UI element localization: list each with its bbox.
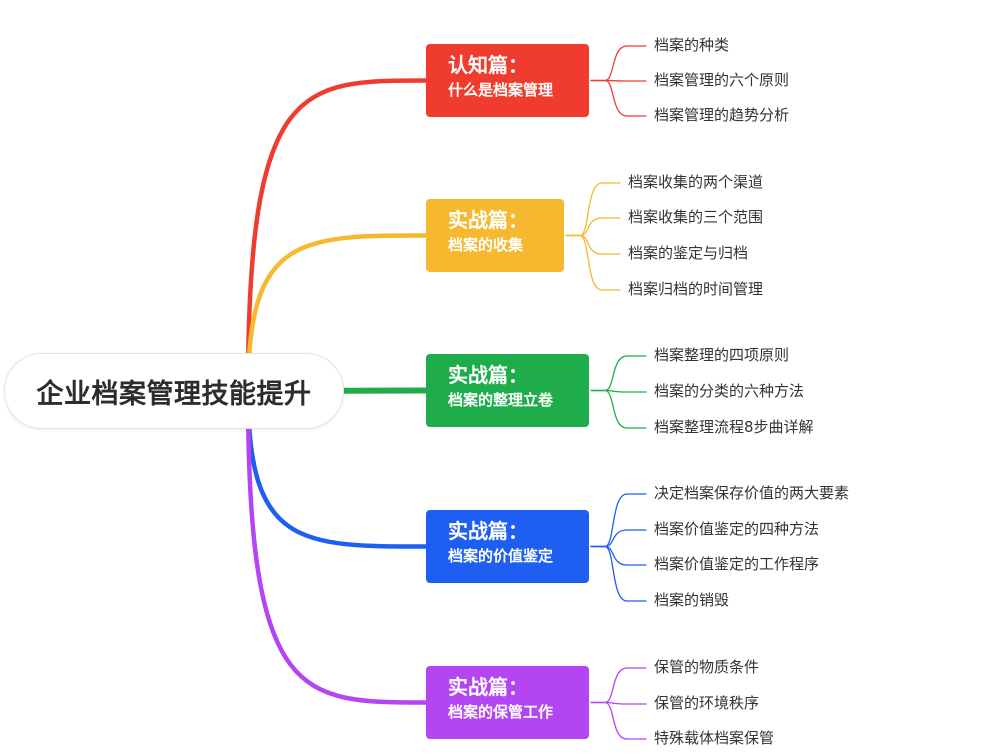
branch-subtitle: 档案的保管工作: [448, 703, 554, 721]
leaf-topic[interactable]: 档案价值鉴定的工作程序: [654, 555, 820, 573]
leaf-connector: [565, 234, 621, 255]
leaf-topic[interactable]: 档案收集的三个范围: [628, 208, 764, 226]
branch-topic-arrangement[interactable]: 实战篇： 档案的整理立卷: [426, 354, 589, 427]
branch-topic-appraisal[interactable]: 实战篇： 档案的价值鉴定: [426, 510, 589, 583]
branch-subtitle: 档案的收集: [448, 236, 524, 254]
leaf-topic[interactable]: 档案归档的时间管理: [628, 280, 764, 298]
branch-connector: [245, 388, 429, 705]
root-topic-label: 企业档案管理技能提升: [36, 378, 312, 410]
branch-topic-cognition[interactable]: 认知篇： 什么是档案管理: [426, 44, 589, 117]
branch-connector: [245, 233, 429, 394]
leaf-connector: [590, 355, 647, 392]
leaf-topic[interactable]: 档案的鉴定与归档: [628, 244, 749, 262]
branch-subtitle: 档案的价值鉴定: [448, 547, 554, 565]
branch-title: 实战篇：: [448, 675, 528, 699]
leaf-connector: [590, 701, 647, 740]
leaf-connector: [590, 389, 647, 429]
leaf-connector: [590, 667, 647, 704]
leaf-connector: [590, 529, 647, 548]
leaf-topic[interactable]: 特殊载体档案保管: [654, 729, 775, 747]
root-topic[interactable]: 企业档案管理技能提升: [4, 353, 344, 429]
leaf-topic[interactable]: 档案管理的趋势分析: [654, 106, 790, 124]
branch-title: 认知篇：: [448, 53, 528, 77]
leaf-connector: [565, 182, 621, 237]
leaf-connector: [590, 545, 647, 566]
leaf-topic[interactable]: 档案的销毁: [654, 591, 730, 609]
branch-topic-preservation[interactable]: 实战篇： 档案的保管工作: [426, 666, 589, 739]
branch-subtitle: 什么是档案管理: [448, 81, 554, 99]
branch-topic-collection[interactable]: 实战篇： 档案的收集: [426, 199, 564, 272]
branch-connector: [245, 388, 429, 549]
branch-connector: [245, 78, 429, 394]
leaf-connector: [565, 234, 621, 291]
leaf-topic[interactable]: 档案收集的两个渠道: [628, 173, 764, 191]
leaf-topic[interactable]: 档案的种类: [654, 36, 730, 54]
branch-subtitle: 档案的整理立卷: [448, 391, 554, 409]
leaf-connector: [590, 545, 647, 602]
leaf-connector: [590, 493, 647, 548]
leaf-topic[interactable]: 档案整理的四项原则: [654, 346, 790, 364]
leaf-connector: [590, 45, 647, 82]
leaf-connector: [590, 79, 647, 117]
branch-title: 实战篇：: [448, 363, 528, 387]
branch-title: 实战篇：: [448, 208, 528, 232]
leaf-topic[interactable]: 档案价值鉴定的四种方法: [654, 520, 820, 538]
leaf-topic[interactable]: 档案管理的六个原则: [654, 71, 790, 89]
leaf-topic[interactable]: 保管的环境秩序: [654, 694, 760, 712]
leaf-topic[interactable]: 档案整理流程8步曲详解: [654, 418, 814, 436]
leaf-topic[interactable]: 决定档案保存价值的两大要素: [654, 484, 850, 502]
leaf-connector: [565, 217, 621, 237]
leaf-topic[interactable]: 保管的物质条件: [654, 658, 760, 676]
branch-title: 实战篇：: [448, 519, 528, 543]
leaf-topic[interactable]: 档案的分类的六种方法: [654, 382, 805, 400]
